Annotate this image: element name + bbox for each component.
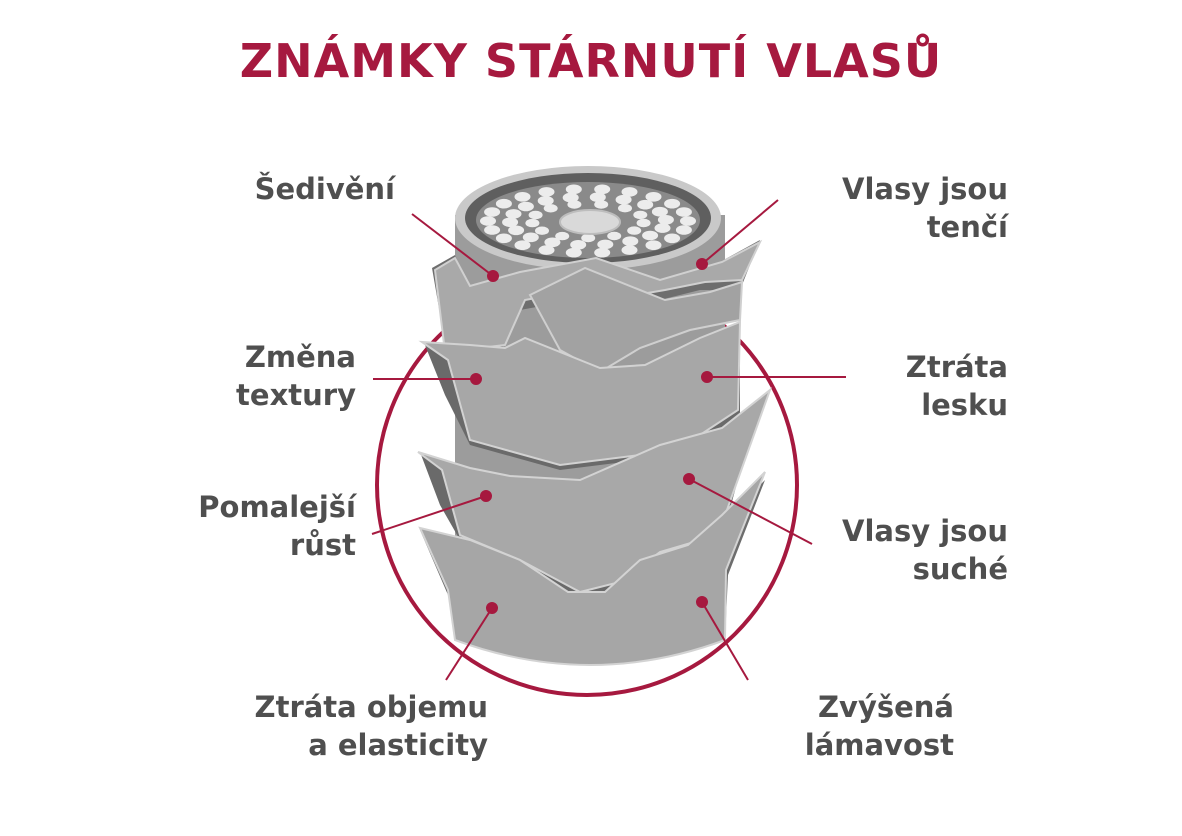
cortex-cell [680,216,696,226]
cortex-cell [607,231,622,241]
cortex-cell [495,198,512,209]
cortex-cell [484,225,501,235]
label-textura: Změna textury [236,340,356,412]
cortex-cell [618,204,632,213]
cortex-cell [538,245,555,255]
cortex-cell [621,245,638,255]
cortex-cell [535,226,549,235]
cortex-cell [514,240,531,250]
callout-dot-objem [486,602,498,614]
medulla [559,209,621,235]
cortex-cell [522,232,539,243]
label-objem: Ztráta objemu a elasticity [254,690,488,762]
callout-dot-textura [470,373,482,385]
label-sediveni: Šedivění [254,172,395,206]
cortex-cell [543,204,558,213]
cortex-cell [537,196,554,206]
cortex-cell [615,194,632,205]
cortex-cell [514,192,531,202]
cortex-cell [525,218,540,228]
cortex-cell [484,207,501,217]
diagram-title: ZNÁMKY STÁRNUTÍ VLASŮ [239,34,943,88]
cortex-cell [594,247,611,258]
label-tenci: Vlasy jsou tenčí [842,172,1008,244]
cortex-cell [622,236,639,246]
cortex-cell [565,184,582,195]
cortex-cell [538,187,555,197]
label-lamavost: Zvýšená lámavost [804,690,954,762]
cortex-cell [645,192,662,202]
cortex-cell [508,225,525,236]
label-lesk: Ztráta lesku [905,350,1008,422]
cortex-cell [495,233,512,244]
callout-dot-rust [480,490,492,502]
cortex-cell [621,187,638,197]
cortex-cell [517,201,534,212]
callout-dot-suche [683,473,695,485]
cortex-cell [675,225,692,235]
cortex-cell [480,216,496,226]
cuticle-scales [417,239,773,666]
cortex-cell [654,223,671,233]
cortex-cell [645,240,662,250]
cortex-cell [565,247,582,258]
callout-dot-tenci [696,258,708,270]
cortex-cell [555,231,570,241]
cortex-cell [664,198,681,209]
label-rust: Pomalejší růst [198,490,356,562]
cortex-cell [664,233,681,244]
callouts [371,199,846,681]
cortex-cell [675,207,692,217]
cortex-cell [594,200,609,209]
cortex-cell [567,200,582,209]
cortex-cell [581,233,596,243]
cortex-cell [651,206,668,217]
cortex-cell [570,240,587,250]
callout-dot-sediveni [487,270,499,282]
cortex-cell [637,199,654,210]
cortex-cell [502,217,519,227]
hair-cross-section [455,166,721,270]
cortex-cell [505,209,522,219]
cortex-cell [657,215,674,225]
label-suche: Vlasy jsou suché [842,514,1008,586]
cortex-cell [589,192,606,202]
cortex-cell [642,230,659,241]
cortex-cell [594,184,611,195]
cortex-cell [627,226,642,235]
callout-dot-lamavost [696,596,708,608]
cortex-cell [633,210,648,220]
callout-dot-lesk [701,371,713,383]
cortex-cell [562,192,579,203]
cortex-cell [636,218,651,228]
cortex-cell [544,237,561,248]
cortex-cell [597,239,614,250]
cortex-cell [528,210,543,220]
